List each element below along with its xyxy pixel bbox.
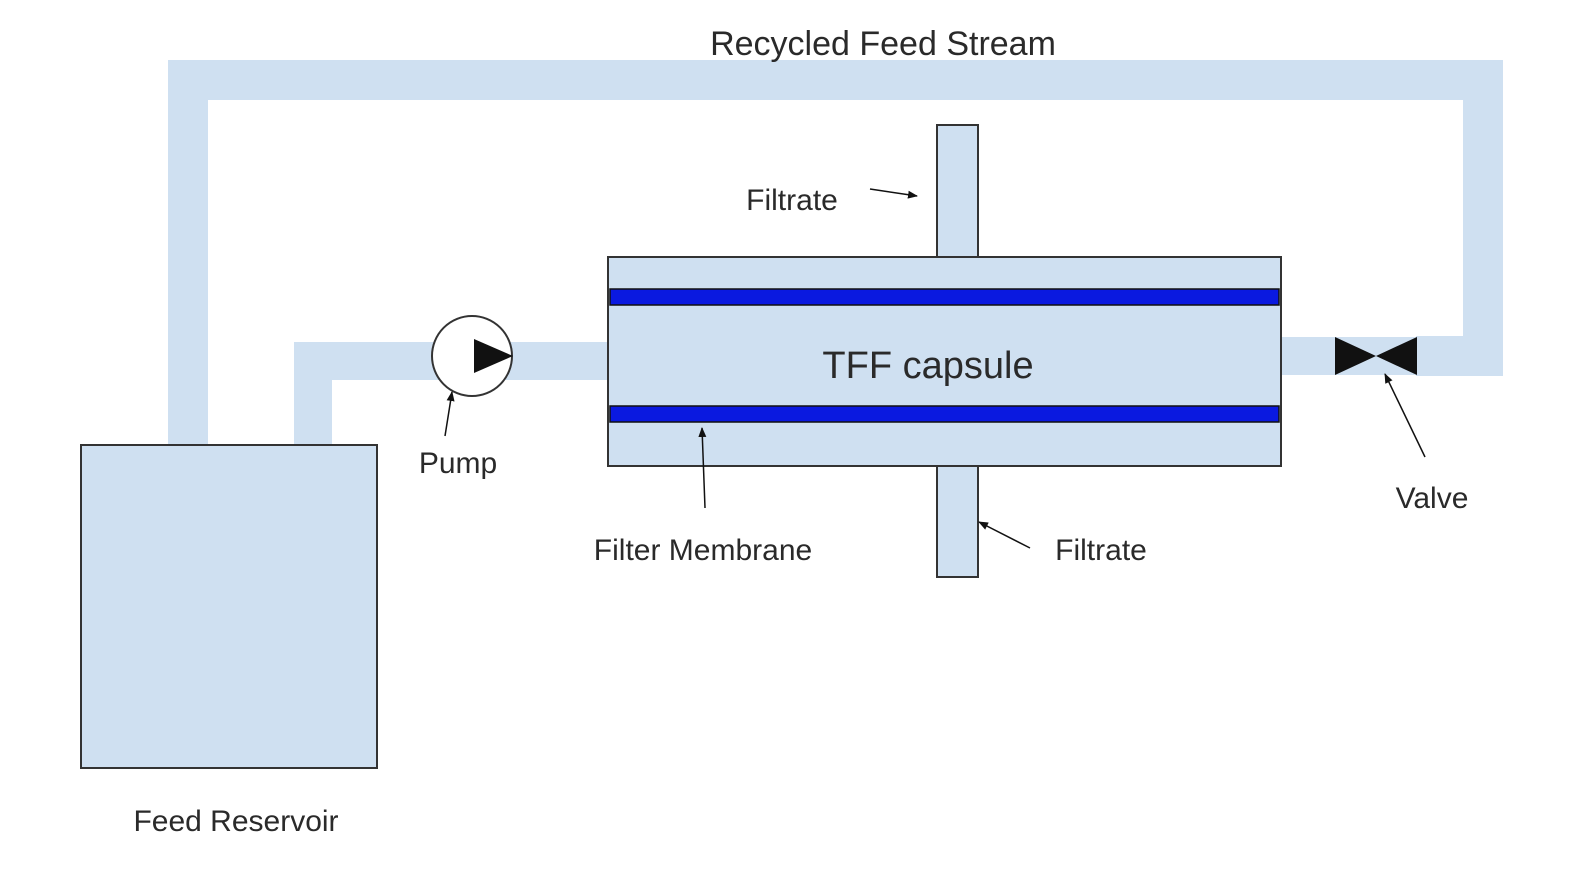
filtrate-bottom-arrow	[978, 521, 1031, 549]
pump-icon	[431, 315, 513, 397]
pump-label: Pump	[419, 447, 497, 480]
filter-membrane-top	[609, 288, 1280, 306]
filter-membrane-arrow	[698, 427, 707, 509]
feed-reservoir-tank	[80, 444, 378, 769]
tff-capsule-label: TFF capsule	[822, 345, 1033, 387]
valve-arrow	[1384, 373, 1426, 458]
valve-label: Valve	[1396, 482, 1469, 515]
valve-icon	[1335, 337, 1417, 375]
filtrate-bottom-label: Filtrate	[1055, 534, 1147, 567]
filtrate-port-top	[936, 124, 979, 259]
recycled-feed-stream-pipe	[168, 60, 1503, 445]
filter-membrane-label: Filter Membrane	[594, 534, 812, 567]
pump-arrow	[444, 391, 455, 437]
recycled-feed-stream-label: Recycled Feed Stream	[710, 25, 1056, 63]
filtrate-top-label: Filtrate	[746, 184, 838, 217]
filter-membrane-bottom	[609, 405, 1280, 423]
feed-reservoir-label: Feed Reservoir	[133, 805, 338, 838]
filtrate-top-arrow	[869, 188, 918, 199]
filtrate-port-bottom	[936, 464, 979, 578]
